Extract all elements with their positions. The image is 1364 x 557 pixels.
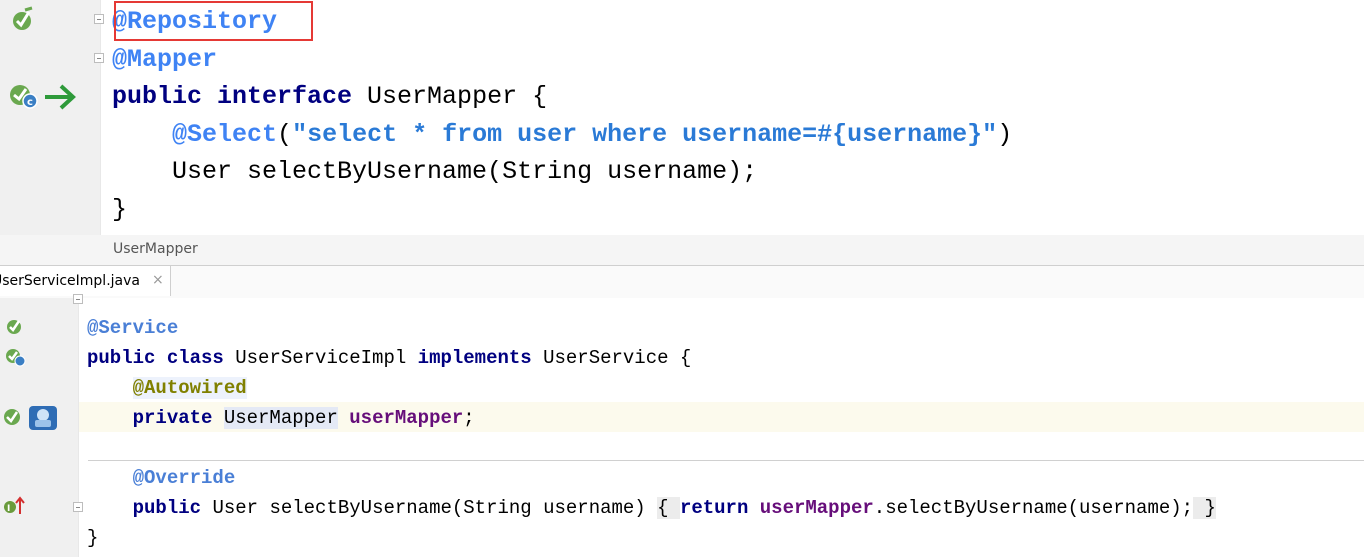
code-token: public class [87,347,236,369]
svg-text:I: I [7,504,10,514]
code-token [338,407,349,429]
code-token: } [87,527,99,549]
fold-toggle-icon[interactable] [94,53,104,63]
autowired-bean-icon[interactable] [2,402,60,432]
navigate-arrow-icon[interactable] [42,82,78,112]
code-token [87,407,133,429]
code-line[interactable]: @Autowired [87,373,247,403]
override-method-icon[interactable]: I [2,494,26,518]
code-token: userMapper [349,407,464,429]
code-token: UserMapper { [367,82,548,111]
code-token: User selectByUsername(String username); [112,157,758,186]
code-token: public interface [112,82,368,111]
mapper-editor-gutter[interactable]: c [0,0,100,235]
code-line[interactable]: } [87,523,98,553]
code-line[interactable]: @Mapper [112,41,217,78]
close-icon[interactable]: × [152,272,164,288]
fold-toggle-icon[interactable] [94,14,104,24]
mapper-editor-pane[interactable]: c @Repository @Mapper public interface Use… [0,0,1364,265]
code-token: .selectByUsername(username); [873,497,1194,519]
code-token: @Mapper [112,44,218,74]
service-editor-pane[interactable]: I @Service public class UserServiceImpl i… [0,294,1364,557]
editor-tab-bar: UserServiceImpl.java × [0,266,1364,299]
tab-userserviceimpl[interactable]: UserServiceImpl.java × [0,266,171,296]
code-token: } [112,194,128,224]
code-token: { [657,497,680,519]
svg-text:c: c [27,97,33,108]
fold-toggle-icon[interactable] [73,294,83,304]
code-token [87,497,133,519]
code-line[interactable]: public interface UserMapper { [112,78,547,115]
code-token [112,120,172,149]
code-token: implements [417,347,544,369]
code-token: ; [463,407,475,429]
code-token: } [1193,497,1216,519]
code-token: public [132,497,213,519]
code-token [87,467,133,489]
code-token: userMapper [759,497,874,519]
code-token: UserMapper [223,407,338,429]
service-editor-gutter[interactable]: I [0,298,78,557]
code-line[interactable]: User selectByUsername(String username); [112,153,757,190]
code-line[interactable]: public User selectByUsername(String user… [87,493,1216,523]
tab-label: UserServiceImpl.java [0,273,140,289]
code-token: @Service [87,317,179,339]
repository-annotation-highlight-box [114,1,313,41]
fold-guide [100,0,101,235]
code-token: UserServiceImpl [235,347,418,369]
spring-class-icon[interactable]: c [8,82,42,112]
spring-class-icon[interactable] [4,346,28,368]
breadcrumb-bar: UserMapper [0,235,1364,266]
breadcrumb[interactable]: UserMapper [113,241,198,257]
spring-bean-icon[interactable] [10,6,38,32]
code-line[interactable]: private UserMapper userMapper; [87,403,475,433]
code-line[interactable]: } [112,191,127,228]
code-token: return [679,497,760,519]
fold-guide [78,298,79,557]
code-line[interactable]: @Repository [112,3,277,40]
code-line[interactable]: @Override [87,463,236,493]
code-token: @Repository [112,7,278,36]
code-token: User selectByUsername(String username) [212,497,658,519]
code-token [87,377,133,399]
code-token: ) [997,119,1013,149]
method-separator [88,460,1364,461]
code-token: private [132,407,224,429]
code-token: @Autowired [132,377,247,399]
code-token: "select * from user where username=#{use… [292,119,998,149]
code-token: @Override [132,467,236,489]
code-line[interactable]: @Service [87,313,178,343]
code-token: @Select [172,119,278,149]
code-line[interactable]: public class UserServiceImpl implements … [87,343,691,373]
fold-toggle-icon[interactable] [73,502,83,512]
code-line[interactable]: @Select("select * from user where userna… [112,116,1012,153]
code-token: ( [277,119,293,149]
code-token: UserService { [543,347,692,369]
spring-bean-icon[interactable] [4,316,26,336]
